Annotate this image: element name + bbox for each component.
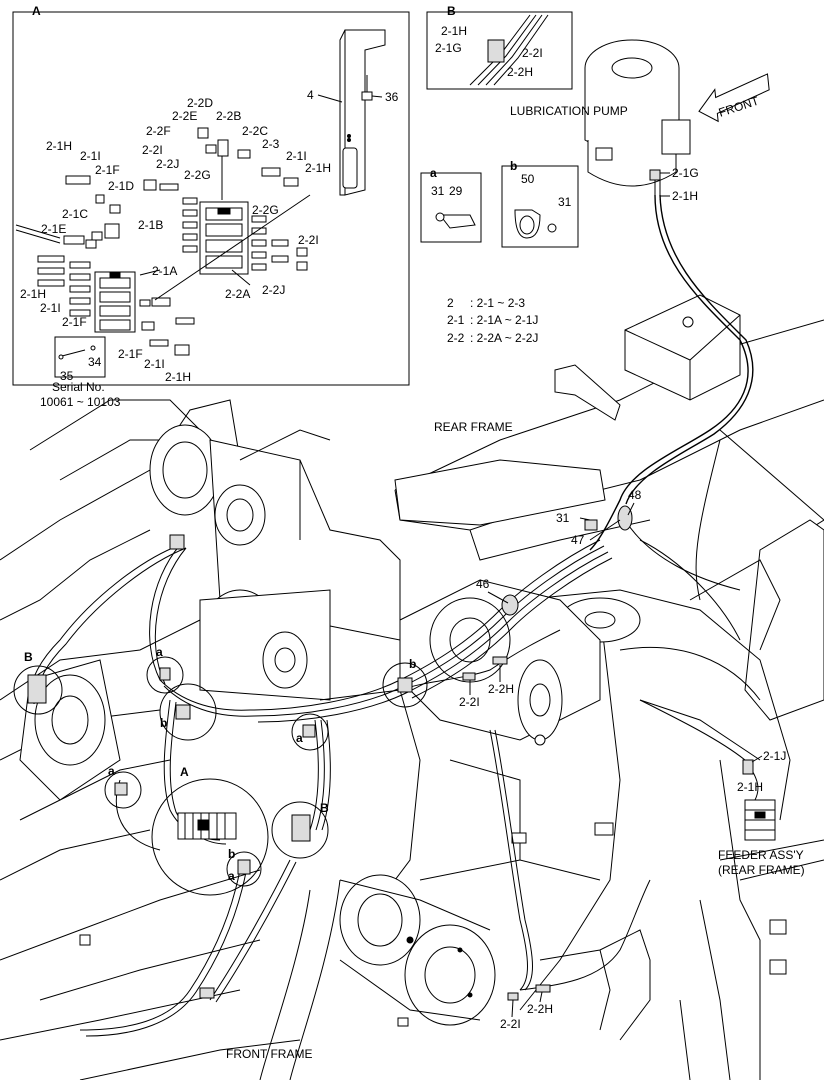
inset-a-small: a 31 29 — [420, 166, 482, 243]
pump-label: LUBRICATION PUMP — [510, 104, 628, 118]
callout-2-1J: 2-1J — [763, 749, 786, 763]
callout-2-2I-mid: 2-2I — [459, 695, 480, 709]
callout-a-2: a — [108, 764, 115, 778]
b-label-2-1G: 2-1G — [435, 41, 462, 55]
inset-a-small-title: a — [430, 166, 437, 180]
pump-label-2-1G: 2-1G — [672, 166, 699, 180]
callout-b-1: b — [160, 716, 167, 730]
label-35: 35 — [60, 369, 74, 383]
label-2-1A: 2-1A — [152, 264, 177, 278]
label-2-2I-r: 2-2I — [298, 233, 319, 247]
label-2-1I-l: 2-1I — [40, 301, 61, 315]
inset-b-title: B — [447, 4, 456, 18]
label-2-1F-tl: 2-1F — [95, 163, 120, 177]
callout-a-4: a — [228, 869, 235, 883]
callout-a-3: a — [296, 731, 303, 745]
b-label-2-2H: 2-2H — [507, 65, 533, 79]
label-2-2J-r: 2-2J — [262, 283, 285, 297]
label-2-1B: 2-1B — [138, 218, 163, 232]
serial-note: Serial No. 10061 ~ 10103 — [40, 380, 121, 409]
label-2-1I-tr: 2-1I — [286, 149, 307, 163]
label-2-2G-top: 2-2G — [184, 168, 211, 182]
callout-b-right: b — [228, 847, 235, 861]
label-2-1F-b: 2-1F — [118, 347, 143, 361]
label-2-1F-l: 2-1F — [62, 315, 87, 329]
callout-B-mid: B — [320, 801, 329, 815]
inset-b-small: b 50 31 — [501, 159, 579, 248]
inset-b: B 2-1H 2-1G 2-2I 2-2H — [426, 4, 573, 90]
legend-key-1: 2 — [447, 296, 454, 310]
legend: 2 : 2-1 ~ 2-3 2-1 : 2-1A ~ 2-1J 2-2 : 2-… — [447, 296, 538, 345]
callout-48: 48 — [628, 488, 642, 502]
label-2-2C: 2-2C — [242, 124, 268, 138]
manifold-2-1 — [94, 271, 136, 333]
label-34: 34 — [88, 355, 102, 369]
legend-key-2: 2-1 — [447, 313, 465, 327]
callout-2-2I-bot: 2-2I — [500, 1017, 521, 1031]
callout-2-2H-bot: 2-2H — [527, 1002, 553, 1016]
label-2-2G-r: 2-2G — [252, 203, 279, 217]
inset-a-frame — [12, 11, 410, 386]
label-2-2E: 2-2E — [172, 109, 197, 123]
legend-value-1: : 2-1 ~ 2-3 — [470, 296, 525, 310]
main-frame-drawing — [0, 294, 824, 1080]
feeder-label-line1: FEEDER ASS'Y — [718, 848, 804, 862]
label-2-3: 2-3 — [262, 137, 280, 151]
a-label-29: 29 — [449, 184, 463, 198]
label-4: 4 — [307, 88, 314, 102]
callout-31: 31 — [556, 511, 570, 525]
label-2-2B: 2-2B — [216, 109, 241, 123]
inset-a-title: A — [32, 4, 41, 18]
lubrication-pump: FRONT LUBRICATION PUMP 2-1G 2-1H — [510, 39, 770, 203]
callout-b-mid: b — [409, 657, 416, 671]
serial-range: 10061 ~ 10103 — [40, 395, 121, 409]
label-2-1H-l: 2-1H — [20, 287, 46, 301]
label-36: 36 — [385, 90, 399, 104]
hose-routing — [27, 194, 761, 1080]
main-labels: REAR FRAME FRONT FRAME FEEDER ASS'Y (REA… — [24, 420, 805, 1061]
callout-47: 47 — [571, 533, 585, 547]
inset-a: A — [12, 4, 410, 386]
inset-b-small-title: b — [510, 159, 517, 173]
label-2-1D: 2-1D — [108, 179, 134, 193]
feeder-label-line2: (REAR FRAME) — [718, 863, 805, 877]
detail-circles — [13, 505, 776, 1001]
label-2-1H-tl: 2-1H — [46, 139, 72, 153]
callout-2-2H-mid: 2-2H — [488, 682, 514, 696]
rear-frame-label: REAR FRAME — [434, 420, 513, 434]
legend-value-3: : 2-2A ~ 2-2J — [470, 331, 538, 345]
a-label-31: 31 — [431, 184, 445, 198]
callout-2-1H: 2-1H — [737, 780, 763, 794]
b-label-2-1H: 2-1H — [441, 24, 467, 38]
inset-b-frame — [426, 11, 573, 90]
b-small-label-31: 31 — [558, 195, 572, 209]
fittings-2-2G — [182, 197, 267, 271]
pump-label-2-1H: 2-1H — [672, 189, 698, 203]
label-2-2D: 2-2D — [187, 96, 213, 110]
label-2-2F: 2-2F — [146, 124, 171, 138]
callout-B-left: B — [24, 650, 33, 664]
legend-key-3: 2-2 — [447, 331, 465, 345]
label-2-1E: 2-1E — [41, 222, 66, 236]
callout-a-1: a — [156, 645, 163, 659]
label-2-1H-b: 2-1H — [165, 370, 191, 384]
callout-46: 46 — [476, 577, 490, 591]
label-2-2A: 2-2A — [225, 287, 250, 301]
callout-A: A — [180, 765, 189, 779]
label-2-1I-tl: 2-1I — [80, 149, 101, 163]
label-2-1H-tr: 2-1H — [305, 161, 331, 175]
label-2-1I-b: 2-1I — [144, 357, 165, 371]
manifold-2-2 — [199, 201, 249, 275]
front-frame-label: FRONT FRAME — [226, 1047, 312, 1061]
label-2-2J-top: 2-2J — [156, 157, 179, 171]
serial-label: Serial No. — [52, 380, 105, 394]
legend-value-2: : 2-1A ~ 2-1J — [470, 313, 538, 327]
label-2-2I-top: 2-2I — [142, 143, 163, 157]
b-label-2-2I: 2-2I — [522, 46, 543, 60]
b-small-label-50: 50 — [521, 172, 535, 186]
label-2-1C: 2-1C — [62, 207, 88, 221]
